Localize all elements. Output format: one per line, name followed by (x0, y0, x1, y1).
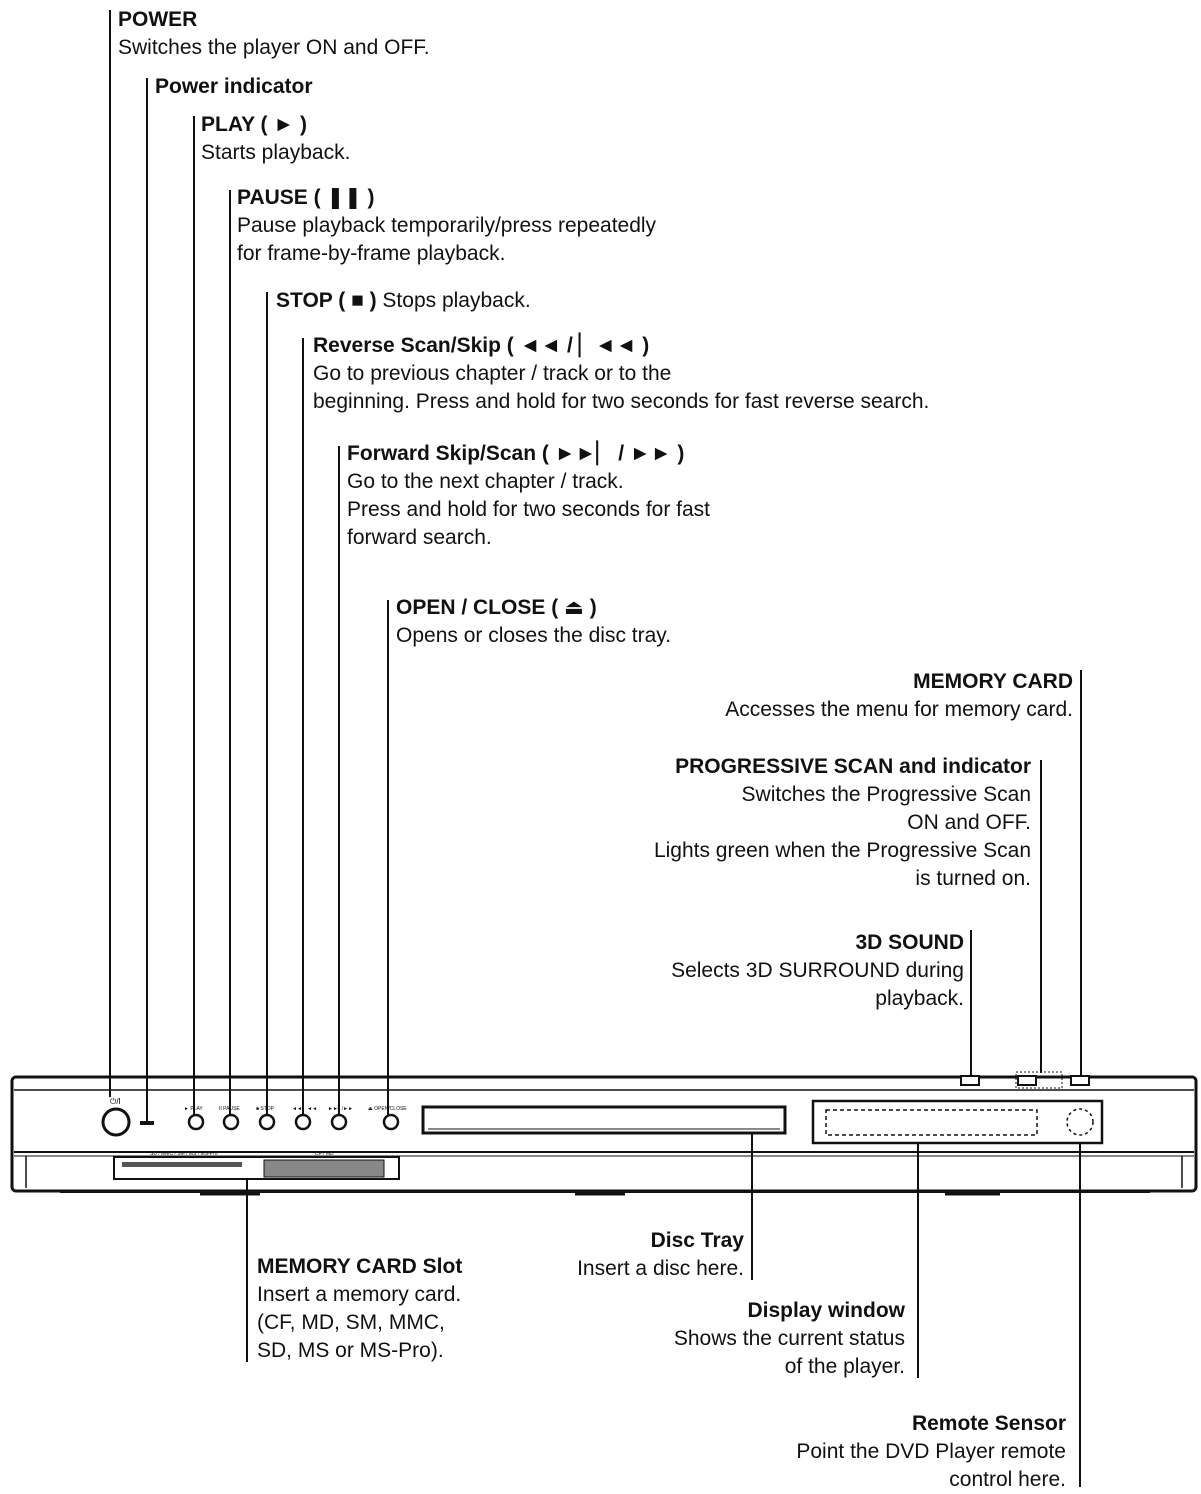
callout-desc: Go to previous chapter / track or to the (313, 362, 672, 385)
leader-play (193, 116, 195, 1116)
callout-stop: STOP ( ■ ) Stops playback. (276, 287, 531, 315)
leader-3d-sound (970, 930, 972, 1076)
callout-title: PAUSE ( ❚❚ ) (237, 186, 375, 209)
callout-disc-tray: Disc Tray Insert a disc here. (577, 1227, 744, 1283)
callout-desc: Accesses the menu for memory card. (725, 698, 1073, 721)
callout-memory-card-slot: MEMORY CARD Slot Insert a memory card. (… (257, 1253, 462, 1365)
callout-desc: Lights green when the Progressive Scan (653, 839, 1031, 862)
callout-title: MEMORY CARD (913, 670, 1073, 693)
callout-title: MEMORY CARD Slot (257, 1255, 463, 1278)
forward-label: ►►▏/►► (328, 1105, 353, 1112)
power-indicator (140, 1121, 154, 1125)
stop-label: ■ STOP (256, 1106, 275, 1112)
callout-desc: beginning. Press and hold for two second… (313, 390, 930, 413)
callout-desc: Insert a disc here. (577, 1257, 744, 1280)
disc-tray[interactable] (421, 1105, 787, 1135)
forward-skip-button[interactable] (330, 1113, 348, 1131)
callout-remote-sensor: Remote Sensor Point the DVD Player remot… (796, 1410, 1066, 1494)
leader-power (109, 10, 111, 1097)
callout-open-close: OPEN / CLOSE ( ⏏ ) Opens or closes the d… (396, 594, 671, 650)
callout-power-indicator: Power indicator (155, 73, 313, 101)
leader-reverse (302, 338, 304, 1116)
callout-desc: playback. (875, 987, 964, 1010)
callout-desc: ON and OFF. (907, 811, 1031, 834)
callout-memory-card: MEMORY CARD Accesses the menu for memory… (725, 668, 1073, 724)
leader-memory-card-slot (246, 1172, 248, 1362)
leader-stop (266, 292, 268, 1116)
callout-desc: Go to the next chapter / track. (347, 470, 624, 493)
callout-title: Reverse Scan/Skip ( ◄◄ / ▏◄◄ ) (313, 334, 650, 357)
slot-label-cf: CF / MD (315, 1151, 334, 1157)
callout-desc: Pause playback temporarily/press repeate… (237, 214, 657, 237)
callout-desc: Stops playback. (376, 289, 531, 312)
callout-desc: Starts playback. (201, 141, 351, 164)
callout-title: Disc Tray (650, 1229, 744, 1252)
leader-memory-card (1080, 670, 1082, 1076)
memory-card-slot[interactable] (113, 1156, 400, 1180)
leader-disc-tray (751, 1122, 753, 1280)
callout-desc: control here. (949, 1468, 1066, 1491)
callout-title: STOP ( ■ ) (276, 289, 377, 312)
callout-title: Display window (747, 1299, 905, 1322)
callout-3d-sound: 3D SOUND Selects 3D SURROUND during play… (671, 929, 964, 1013)
callout-display-window: Display window Shows the current status … (674, 1297, 905, 1381)
callout-power: POWER Switches the player ON and OFF. (118, 6, 430, 62)
memory-card-button[interactable] (1070, 1075, 1090, 1086)
power-button[interactable] (101, 1107, 131, 1137)
callout-title: 3D SOUND (855, 931, 964, 954)
callout-desc: for frame-by-frame playback. (237, 242, 506, 265)
leader-power-indicator (146, 78, 148, 1122)
slot-label-sd: SD / MMC / SM / MS / MS-Pro (150, 1151, 218, 1157)
callout-title: PLAY ( ► ) (201, 113, 307, 136)
callout-title: PROGRESSIVE SCAN and indicator (675, 755, 1031, 778)
display-window (811, 1099, 1104, 1145)
pause-label: II PAUSE (219, 1106, 240, 1112)
power-symbol-label: ⏻/I (110, 1097, 121, 1106)
open-close-label: ⏏ OPEN/CLOSE (368, 1106, 407, 1112)
callout-desc: Switches the Progressive Scan (741, 783, 1031, 806)
callout-title: Forward Skip/Scan ( ►►▏ / ►► ) (347, 442, 685, 465)
play-button[interactable] (187, 1113, 205, 1131)
callout-desc: Opens or closes the disc tray. (396, 624, 672, 647)
callout-play: PLAY ( ► ) Starts playback. (201, 111, 350, 167)
leader-forward (338, 446, 340, 1116)
progressive-scan-button[interactable] (1015, 1071, 1063, 1089)
leader-progressive-scan (1040, 760, 1042, 1073)
play-label: ► PLAY (184, 1106, 203, 1112)
3d-sound-button[interactable] (960, 1075, 980, 1086)
callout-desc: Shows the current status (673, 1327, 905, 1350)
leader-open-close (387, 600, 389, 1116)
callout-desc: Press and hold for two seconds for fast (347, 498, 711, 521)
pause-button[interactable] (222, 1113, 240, 1131)
stop-button[interactable] (258, 1113, 276, 1131)
callout-desc: Point the DVD Player remote (796, 1440, 1066, 1463)
leader-remote-sensor (1079, 1122, 1081, 1487)
callout-desc: forward search. (347, 526, 492, 549)
callout-forward-skip: Forward Skip/Scan ( ►►▏ / ►► ) Go to the… (347, 440, 710, 552)
callout-desc: of the player. (784, 1355, 905, 1378)
callout-pause: PAUSE ( ❚❚ ) Pause playback temporarily/… (237, 184, 656, 268)
reverse-label: ◄◄/▏◄◄ (292, 1105, 317, 1112)
callout-title: OPEN / CLOSE ( ⏏ ) (396, 596, 597, 619)
callout-desc: is turned on. (915, 867, 1031, 890)
callout-title: POWER (118, 8, 198, 31)
reverse-skip-button[interactable] (294, 1113, 312, 1131)
leader-display-window (917, 1120, 919, 1378)
callout-desc: (CF, MD, SM, MMC, (257, 1311, 445, 1334)
callout-reverse-scan: Reverse Scan/Skip ( ◄◄ / ▏◄◄ ) Go to pre… (313, 332, 929, 416)
callout-title: Power indicator (155, 75, 313, 98)
callout-desc: Switches the player ON and OFF. (118, 36, 430, 59)
callout-desc: SD, MS or MS-Pro). (257, 1339, 444, 1362)
leader-pause (229, 190, 231, 1116)
callout-desc: Selects 3D SURROUND during (671, 959, 964, 982)
callout-title: Remote Sensor (911, 1412, 1066, 1435)
callout-desc: Insert a memory card. (257, 1283, 462, 1306)
open-close-button[interactable] (382, 1113, 400, 1131)
remote-sensor (1066, 1108, 1094, 1136)
callout-progressive-scan: PROGRESSIVE SCAN and indicator Switches … (654, 753, 1031, 893)
